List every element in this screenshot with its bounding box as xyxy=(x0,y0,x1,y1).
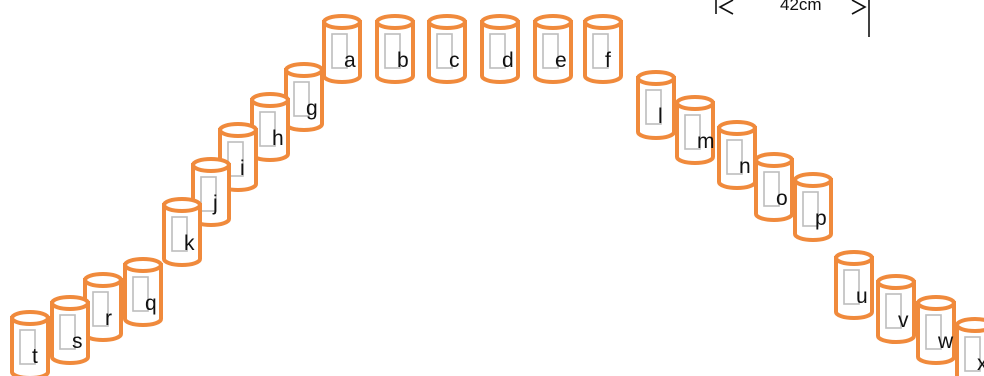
cans-layer: a b c d e f gh ijk l m n o p q rs t u v wx xyxy=(12,16,984,376)
can-top xyxy=(429,16,465,28)
can-letter: p xyxy=(815,207,827,230)
can-letter: o xyxy=(776,187,788,210)
can-top xyxy=(125,259,161,271)
can-top xyxy=(377,16,413,28)
can-letter: q xyxy=(145,292,157,315)
can-p: p xyxy=(795,174,831,240)
can-top xyxy=(638,72,674,84)
can-m: m xyxy=(677,97,715,163)
can-o: o xyxy=(756,154,792,220)
can-letter: e xyxy=(555,49,567,72)
can-a: a xyxy=(324,16,360,82)
can-letter: t xyxy=(32,345,38,368)
can-e: e xyxy=(535,16,571,82)
can-top xyxy=(878,276,914,288)
can-b: b xyxy=(377,16,413,82)
can-top xyxy=(585,16,621,28)
can-c: c xyxy=(429,16,465,82)
can-letter: d xyxy=(502,49,514,72)
can-top xyxy=(482,16,518,28)
dimension-left-arrowhead xyxy=(720,0,733,14)
can-x: x xyxy=(957,319,984,376)
can-top xyxy=(193,159,229,171)
can-top xyxy=(252,94,288,106)
can-top xyxy=(12,312,48,324)
can-top xyxy=(756,154,792,166)
can-t: t xyxy=(12,312,48,376)
can-v: v xyxy=(878,276,914,342)
can-letter: u xyxy=(856,285,868,308)
can-top xyxy=(164,199,200,211)
can-letter: m xyxy=(697,130,715,153)
can-top xyxy=(677,97,713,109)
can-letter: c xyxy=(449,49,460,72)
can-letter: k xyxy=(184,232,195,255)
can-d: d xyxy=(482,16,518,82)
can-letter: r xyxy=(105,307,112,330)
can-letter: b xyxy=(397,49,409,72)
dimension-right-arrowhead xyxy=(852,0,865,14)
can-top xyxy=(957,319,984,331)
can-letter: n xyxy=(739,155,751,178)
can-letter: j xyxy=(212,192,218,215)
can-top xyxy=(535,16,571,28)
can-letter: s xyxy=(72,330,83,353)
can-letter: w xyxy=(937,330,954,353)
can-letter: x xyxy=(977,352,984,375)
can-u: u xyxy=(836,252,872,318)
can-letter: l xyxy=(658,105,663,128)
can-g: g xyxy=(286,64,322,130)
can-top xyxy=(324,16,360,28)
can-top xyxy=(918,297,954,309)
can-w: w xyxy=(918,297,954,363)
can-top xyxy=(220,124,256,136)
can-n: n xyxy=(719,122,755,188)
can-k: k xyxy=(164,199,200,265)
can-top xyxy=(795,174,831,186)
can-s: s xyxy=(52,297,88,363)
can-top xyxy=(85,274,121,286)
can-letter: f xyxy=(605,49,611,72)
can-letter: g xyxy=(306,97,318,120)
can-top xyxy=(52,297,88,309)
can-letter: i xyxy=(240,157,245,180)
can-letter: a xyxy=(344,49,356,72)
can-l: l xyxy=(638,72,674,138)
can-f: f xyxy=(585,16,621,82)
can-letter: h xyxy=(272,127,284,150)
dimension-label: 42cm xyxy=(780,0,822,14)
can-q: q xyxy=(125,259,161,325)
can-top xyxy=(836,252,872,264)
can-letter: v xyxy=(898,309,909,332)
can-top xyxy=(286,64,322,76)
can-r: r xyxy=(85,274,121,340)
dimension-marker: 42cm xyxy=(716,0,869,37)
can-top xyxy=(719,122,755,134)
